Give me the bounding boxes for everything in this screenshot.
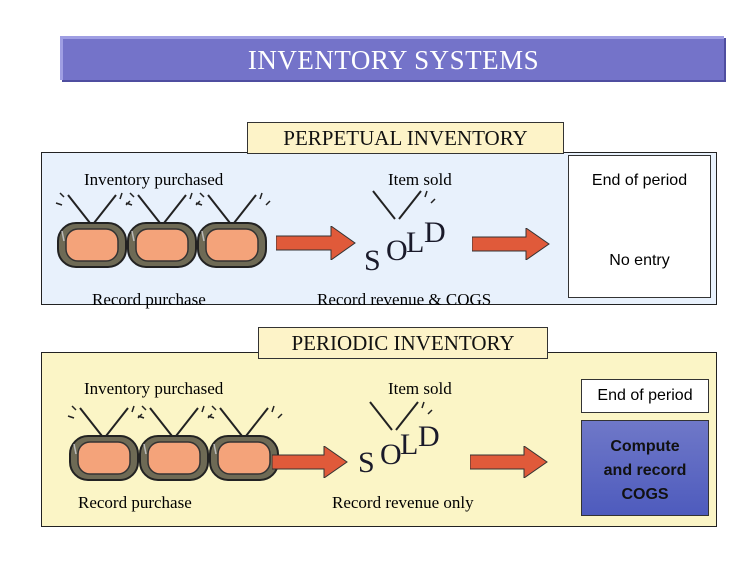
perpetual-record-revenue-label: Record revenue & COGS bbox=[317, 290, 492, 309]
sold-letter: L bbox=[406, 226, 425, 259]
sold-tv-icon bbox=[369, 401, 433, 431]
periodic-record-revenue-label: Record revenue only bbox=[332, 493, 474, 512]
compute-line: COGS bbox=[621, 486, 669, 503]
perpetual-inventory-purchased-label: Inventory purchased bbox=[84, 170, 224, 189]
perpetual-end-of-period-box: End of period No entry bbox=[568, 155, 711, 298]
perpetual-item-sold-label: Item sold bbox=[388, 170, 452, 189]
perpetual-no-entry-label: No entry bbox=[609, 252, 670, 269]
right-arrow-icon bbox=[276, 226, 356, 260]
periodic-record-purchase-label: Record purchase bbox=[78, 493, 192, 512]
right-arrow-icon bbox=[472, 228, 550, 260]
periodic-end-of-period-label: End of period bbox=[597, 387, 693, 404]
compute-line: and record bbox=[603, 462, 687, 479]
right-arrow-icon bbox=[470, 446, 548, 478]
sold-letter: D bbox=[418, 420, 440, 453]
sold-letter: D bbox=[424, 216, 446, 249]
periodic-tv-group bbox=[67, 405, 283, 481]
tv-icon bbox=[125, 192, 201, 268]
title-bar: INVENTORY SYSTEMS bbox=[60, 36, 724, 80]
right-arrow-icon bbox=[272, 446, 348, 478]
sold-letter: O bbox=[386, 234, 408, 267]
tv-icon bbox=[137, 405, 213, 481]
sold-tv-icon bbox=[372, 190, 436, 220]
tv-icon bbox=[67, 405, 143, 481]
sold-letter: S bbox=[358, 446, 375, 479]
tv-icon bbox=[207, 405, 283, 481]
periodic-item-sold-label: Item sold bbox=[388, 379, 452, 398]
periodic-inventory-purchased-label: Inventory purchased bbox=[84, 379, 224, 398]
periodic-end-of-period-box: End of period bbox=[581, 379, 709, 413]
perpetual-record-purchase-label: Record purchase bbox=[92, 290, 206, 309]
tv-icon bbox=[195, 192, 271, 268]
tv-icon bbox=[55, 192, 131, 268]
perpetual-section-label: PERPETUAL INVENTORY bbox=[247, 122, 564, 154]
compute-line: Compute bbox=[610, 438, 680, 455]
sold-letter: O bbox=[380, 438, 402, 471]
page-title: INVENTORY SYSTEMS bbox=[247, 45, 540, 75]
sold-letter: S bbox=[364, 244, 381, 277]
perpetual-tv-group bbox=[55, 192, 271, 268]
sold-letter: L bbox=[400, 428, 419, 461]
perpetual-end-of-period-label: End of period bbox=[591, 172, 688, 189]
compute-cogs-box: Compute and record COGS bbox=[581, 420, 709, 516]
periodic-section-label: PERIODIC INVENTORY bbox=[258, 327, 548, 359]
